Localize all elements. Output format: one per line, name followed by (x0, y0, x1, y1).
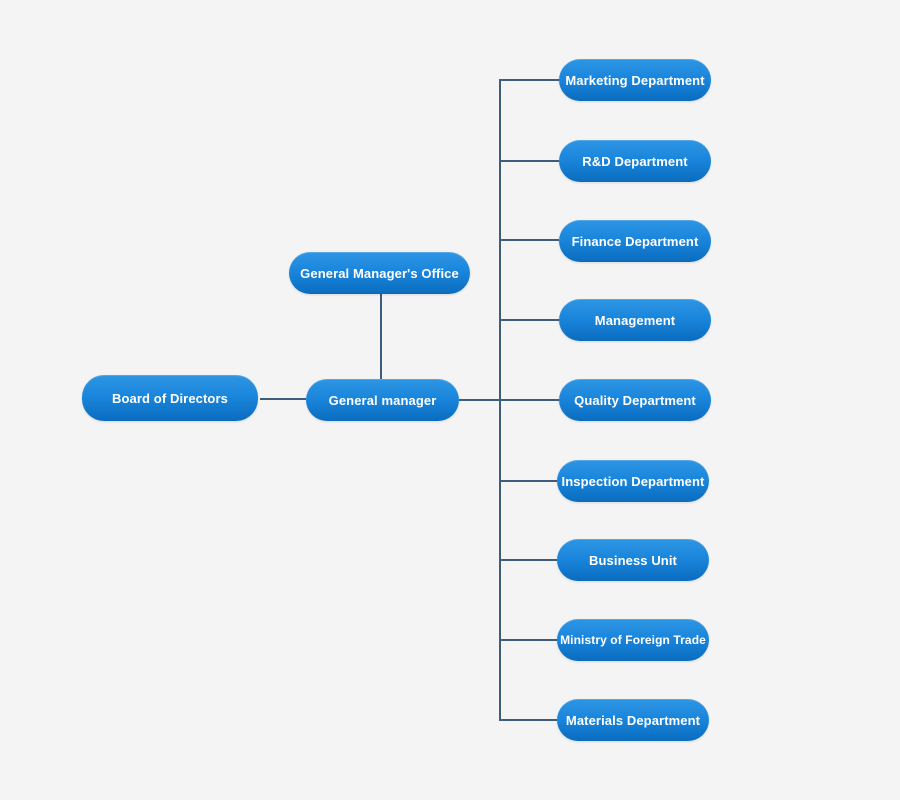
node-inspection-department: Inspection Department (557, 460, 709, 502)
node-label: Inspection Department (561, 473, 705, 489)
node-general-manager: General manager (306, 379, 459, 421)
node-label: Finance Department (571, 233, 699, 249)
node-materials-department: Materials Department (557, 699, 709, 741)
node-board-of-directors: Board of Directors (82, 375, 258, 421)
node-label: General Manager's Office (300, 265, 459, 281)
node-business-unit: Business Unit (557, 539, 709, 581)
node-quality-department: Quality Department (559, 379, 711, 421)
node-management: Management (559, 299, 711, 341)
node-finance-department: Finance Department (559, 220, 711, 262)
node-ministry-of-foreign-trade: Ministry of Foreign Trade (557, 619, 709, 661)
node-general-managers-office: General Manager's Office (289, 252, 470, 294)
node-label: Materials Department (565, 712, 701, 728)
node-label: Business Unit (589, 552, 677, 568)
node-label: Quality Department (574, 392, 696, 408)
node-label: R&D Department (582, 153, 688, 169)
node-label: Ministry of Foreign Trade (560, 633, 706, 647)
node-label: Board of Directors (112, 390, 228, 406)
node-label: Marketing Department (565, 72, 705, 88)
node-label: Management (594, 312, 676, 328)
node-label: General manager (328, 392, 437, 408)
node-rnd-department: R&D Department (559, 140, 711, 182)
node-marketing-department: Marketing Department (559, 59, 711, 101)
